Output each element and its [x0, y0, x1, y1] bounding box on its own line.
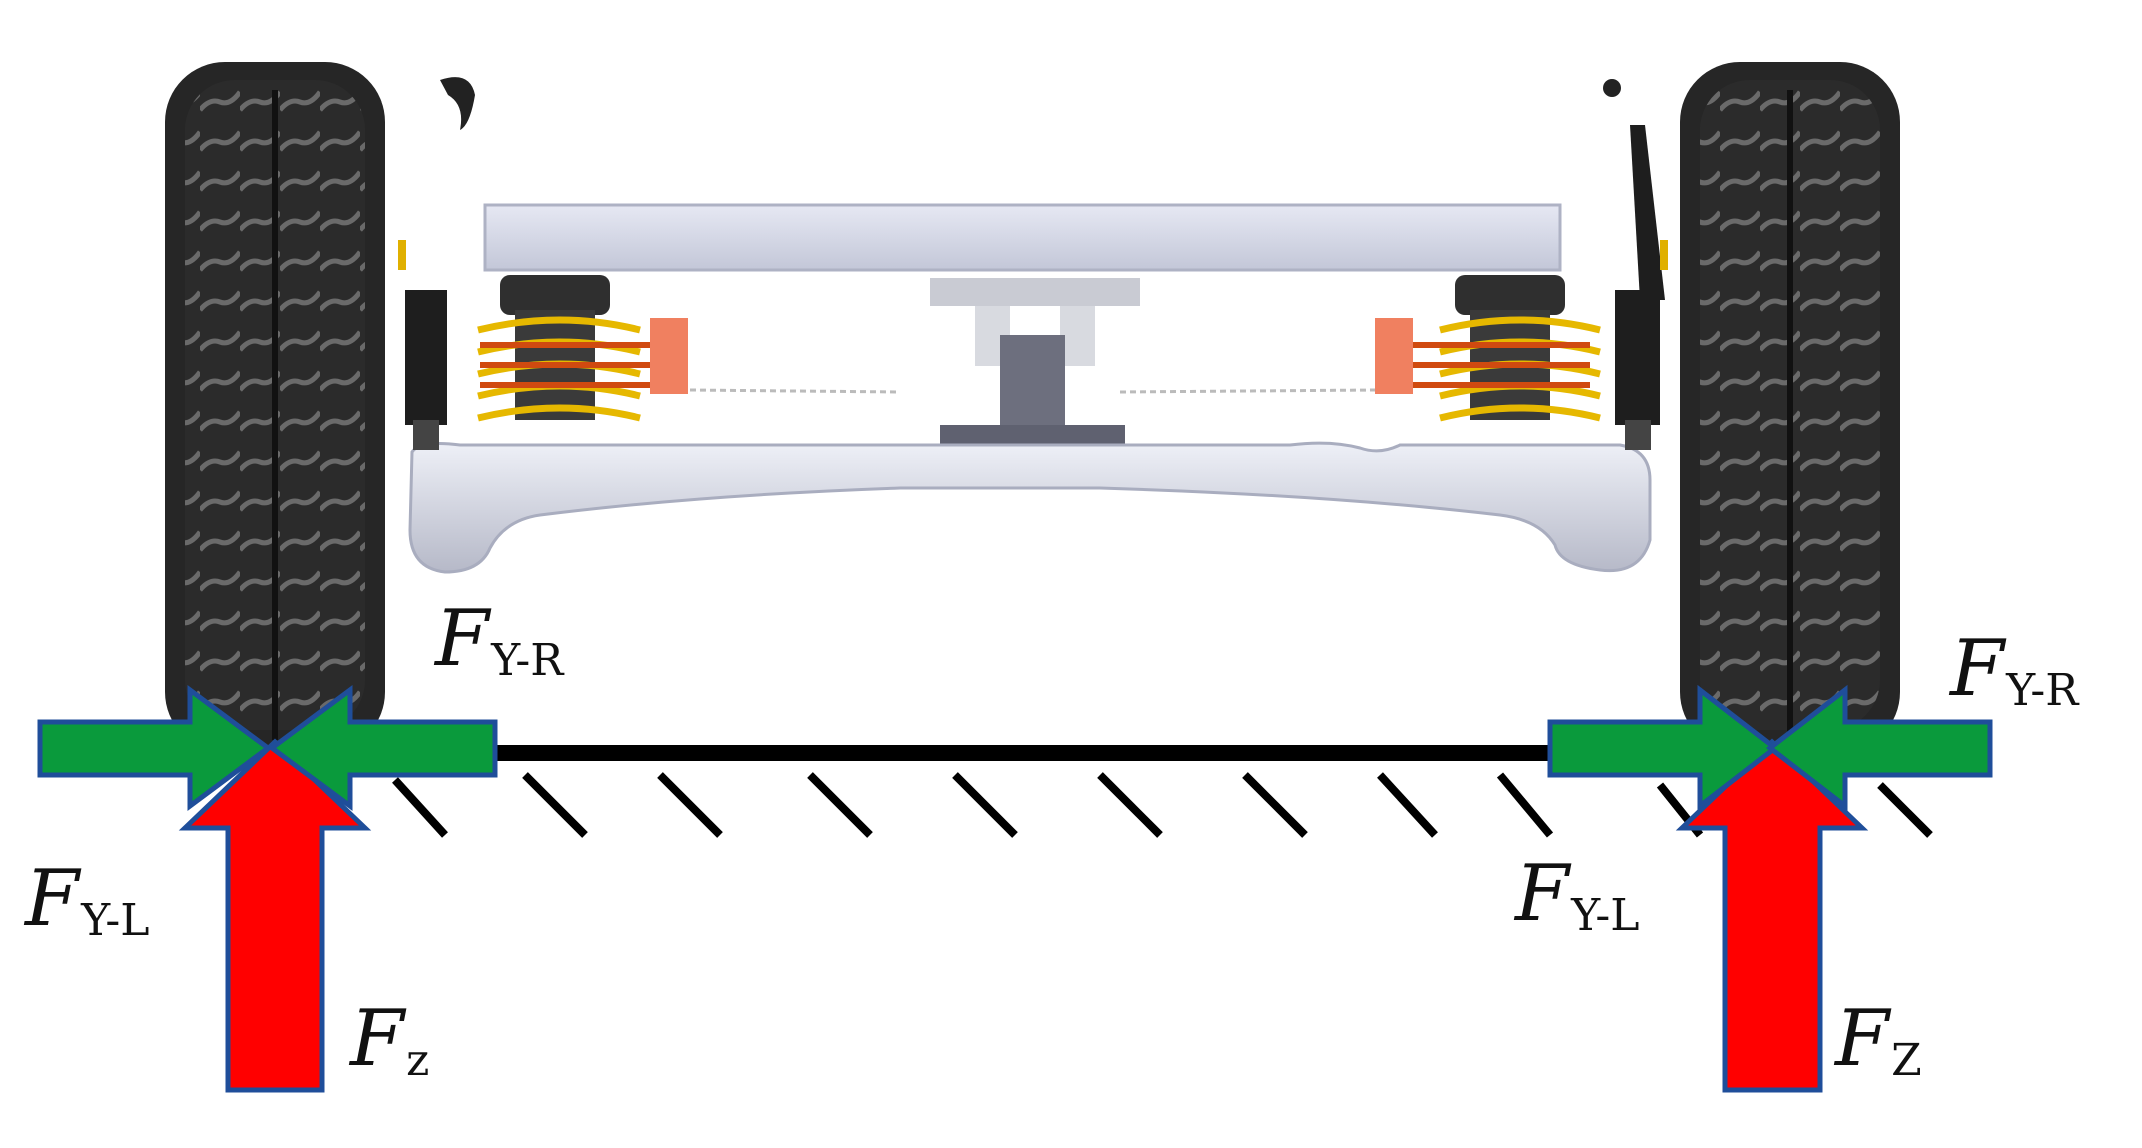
ground	[360, 745, 1933, 838]
label-left-fz: Fz	[350, 994, 430, 1086]
axle-beam	[408, 441, 1652, 574]
left-fy-r-arrow	[267, 685, 498, 811]
shock-absorber-right	[1615, 125, 1668, 450]
ground-hatch	[392, 772, 1933, 838]
center-mount	[930, 278, 1140, 455]
label-right-fy-l: FY-L	[1515, 849, 1640, 941]
coil-spring-left	[477, 275, 901, 422]
label-right-fz: FZ	[1835, 994, 1922, 1086]
bracket-left-top	[440, 77, 475, 130]
right-fy-r-arrow	[1765, 684, 1993, 812]
label-left-fy-r: FY-R	[435, 594, 564, 686]
left-tire	[165, 62, 385, 752]
label-left-fy-l: FY-L	[25, 854, 150, 946]
ground-line	[360, 745, 1570, 761]
right-fy-l-arrow	[1547, 684, 1780, 812]
right-tire	[1680, 62, 1900, 752]
left-force-arrows	[37, 685, 498, 1093]
label-right-fy-r: FY-R	[1950, 624, 2079, 716]
coil-spring-right	[1119, 275, 1601, 422]
frame-rail	[483, 203, 1562, 272]
bracket-right-top	[1603, 79, 1621, 97]
left-fy-l-arrow	[37, 685, 273, 811]
shock-absorber-left	[398, 240, 447, 450]
right-force-arrows	[1547, 684, 1993, 1093]
